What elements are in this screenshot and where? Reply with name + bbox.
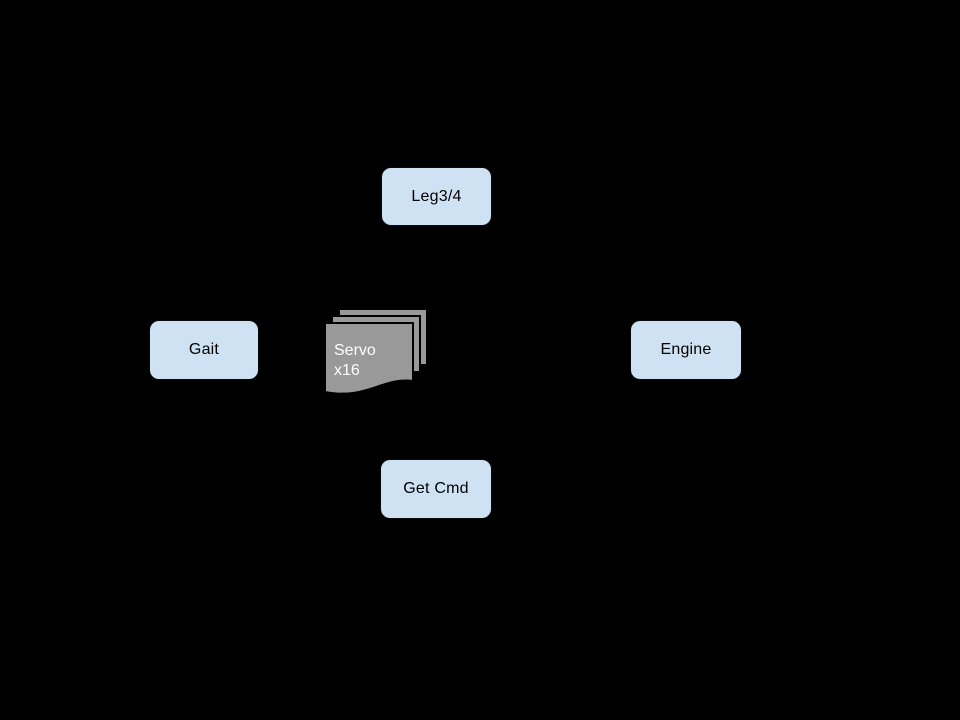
node-engine-label: Engine bbox=[660, 341, 712, 358]
node-leg34-label: Leg3/4 bbox=[411, 187, 462, 205]
node-get-cmd-label: Get Cmd bbox=[403, 480, 469, 497]
servo-label-line1: Servo bbox=[334, 342, 376, 359]
node-gait-label: Gait bbox=[188, 341, 220, 358]
node-leg34: Leg3/4 bbox=[381, 167, 492, 226]
servo-label-line2: x16 bbox=[334, 362, 360, 379]
node-gait: Gait bbox=[149, 320, 259, 380]
node-engine: Engine bbox=[630, 320, 742, 380]
servo-front-document bbox=[324, 322, 414, 395]
node-get-cmd: Get Cmd bbox=[380, 459, 492, 519]
node-servo-stack: Servo x16 bbox=[324, 308, 428, 395]
